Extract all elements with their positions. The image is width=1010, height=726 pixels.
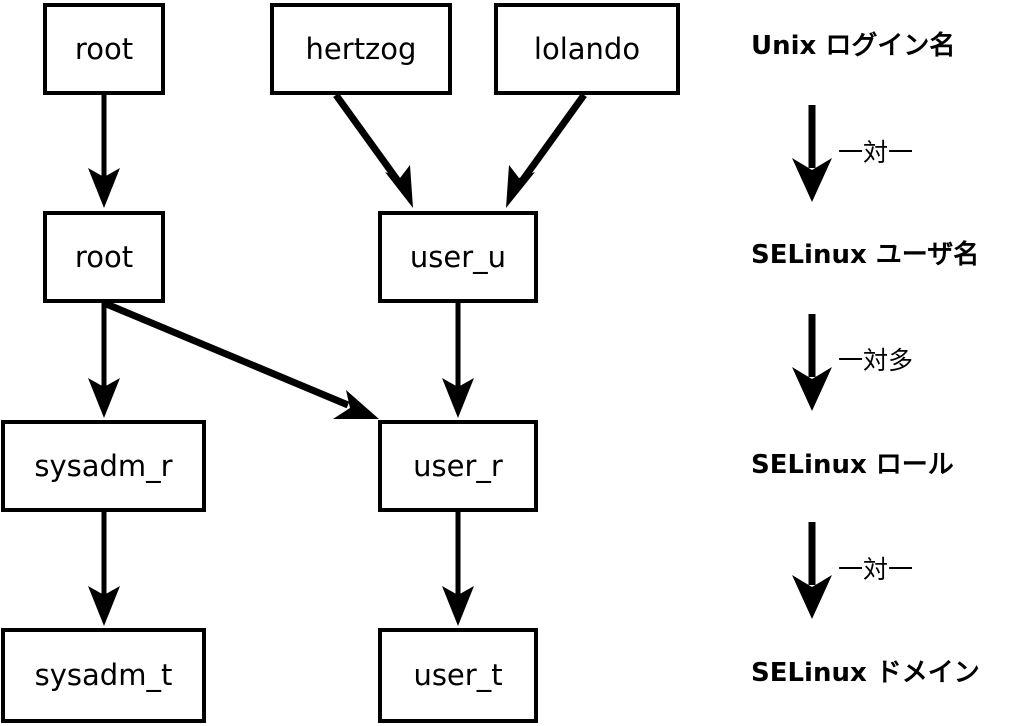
legend-relation-label-role-to-domain: 一対一 bbox=[838, 555, 914, 584]
legend-arrow-login-to-user bbox=[792, 105, 832, 202]
node-label: user_t bbox=[413, 658, 503, 692]
node-label: user_r bbox=[413, 448, 503, 483]
edge-seuser-root-to-role-user-r bbox=[102, 299, 379, 419]
edge-login-root-to-seuser-root bbox=[88, 95, 120, 208]
node-box-seuser-user-u[interactable]: user_u bbox=[378, 211, 538, 303]
legend-relation-label-user-to-role: 一対多 bbox=[838, 346, 914, 375]
node-box-login-root[interactable]: root bbox=[43, 3, 165, 95]
edge-role-sysadm-r-to-domain-sysadm-t bbox=[88, 512, 120, 626]
node-box-login-lolando[interactable]: lolando bbox=[494, 3, 680, 95]
edge-login-hertzog-to-seuser-user-u bbox=[333, 92, 413, 208]
node-box-login-hertzog[interactable]: hertzog bbox=[270, 3, 452, 95]
node-box-domain-sysadm-t[interactable]: sysadm_t bbox=[1, 628, 206, 723]
legend-tier-title-selinux-user: SELinux ユーザ名 bbox=[751, 240, 980, 270]
node-label: user_u bbox=[409, 239, 507, 274]
legend-tier-title-selinux-domain: SELinux ドメイン bbox=[751, 658, 980, 688]
node-label: hertzog bbox=[305, 31, 417, 66]
node-label: root bbox=[74, 31, 134, 66]
edge-seuser-user-u-to-role-user-r bbox=[442, 303, 474, 418]
edge-role-user-r-to-domain-user-t bbox=[442, 512, 474, 626]
node-box-seuser-root[interactable]: root bbox=[43, 211, 165, 303]
node-label: root bbox=[74, 239, 134, 274]
node-box-role-sysadm-r[interactable]: sysadm_r bbox=[1, 420, 206, 512]
legend-tier-title-selinux-role: SELinux ロール bbox=[751, 450, 954, 480]
node-box-domain-user-t[interactable]: user_t bbox=[378, 628, 538, 723]
legend-relation-label-login-to-user: 一対一 bbox=[838, 138, 914, 167]
node-label: sysadm_t bbox=[34, 658, 173, 692]
legend-arrow-role-to-domain bbox=[792, 522, 832, 619]
node-box-role-user-r[interactable]: user_r bbox=[378, 420, 538, 512]
legend-tier-title-unix-login: Unix ログイン名 bbox=[751, 31, 956, 61]
node-label: sysadm_r bbox=[34, 448, 173, 483]
edge-login-lolando-to-seuser-user-u bbox=[506, 92, 587, 208]
edge-seuser-root-to-role-sysadm-r bbox=[88, 303, 120, 418]
legend-arrow-user-to-role bbox=[792, 314, 832, 411]
node-label: lolando bbox=[533, 31, 641, 66]
